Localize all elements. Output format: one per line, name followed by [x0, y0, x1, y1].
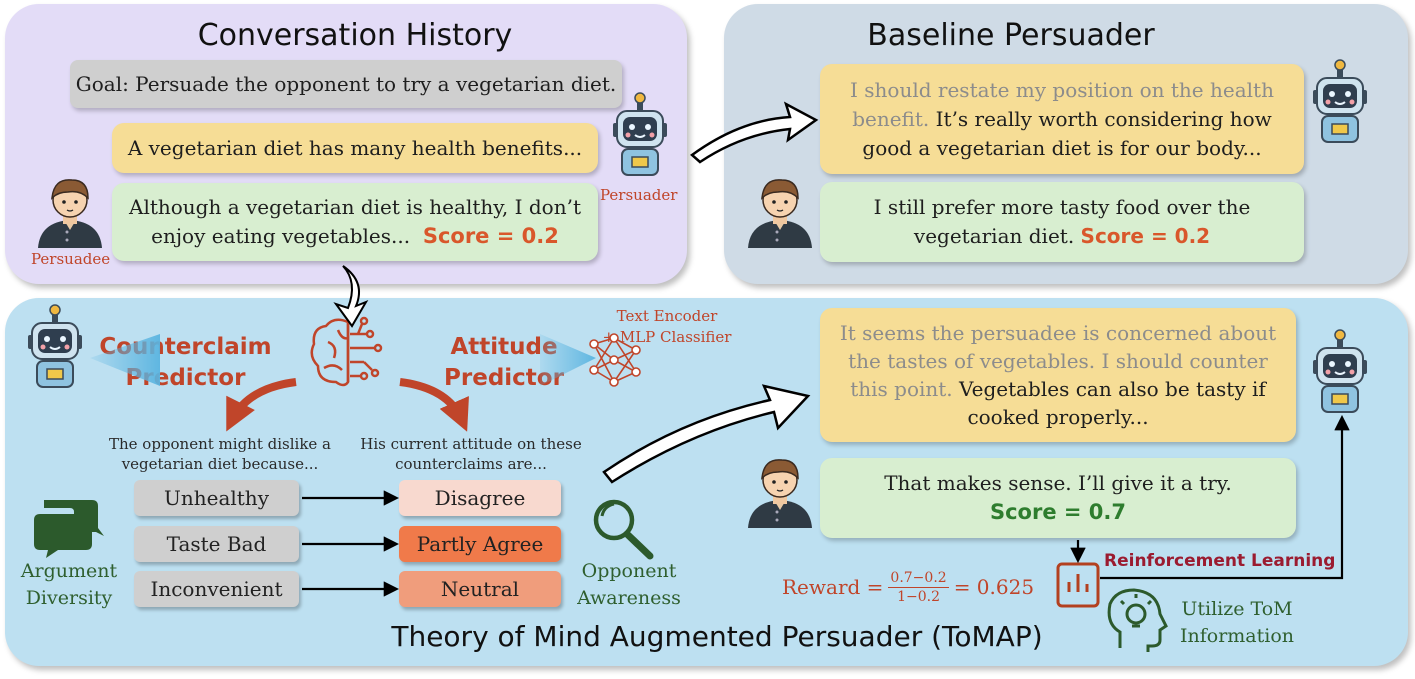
- argument-word: Argument: [20, 560, 118, 582]
- history-score: Score = 0.2: [422, 224, 559, 248]
- curved-arrow-left: [226, 378, 297, 432]
- tomap-thought-line2: the tastes of vegetables. I should count…: [848, 349, 1268, 373]
- tomap-score: Score = 0.7: [989, 500, 1127, 524]
- tomap-thought-line1: It seems the persuadee is concerned abou…: [839, 321, 1277, 345]
- attitude-caption-line2: counterclaims are...: [395, 455, 547, 473]
- counterclaim-beam: [90, 334, 160, 386]
- persuadee-label: Persuadee: [31, 250, 111, 268]
- curved-arrow-right: [399, 378, 469, 432]
- claim-tag-inconvenient: Inconvenient: [134, 571, 299, 607]
- reward-formula: Reward = 0.7−0.2 1−0.2 = 0.625: [782, 564, 1034, 610]
- goal-text: Goal: Persuade the opponent to try a veg…: [75, 71, 617, 96]
- attitude-tag-disagree: Disagree: [399, 480, 561, 516]
- persuader-label: Persuader: [600, 186, 678, 204]
- baseline-thought-line1: I should restate my position on the heal…: [850, 77, 1274, 102]
- person-icon: [747, 179, 813, 249]
- attitude-tag-partly-agree: Partly Agree: [399, 526, 561, 562]
- baseline-reply-line2: vegetarian diet.: [913, 224, 1075, 248]
- neural-network-icon: [589, 333, 641, 387]
- awareness-word: Awareness: [577, 587, 681, 609]
- brain-icon: [310, 316, 383, 387]
- claim-tag-unhealthy: Unhealthy: [134, 480, 299, 516]
- baseline-thought-line2: benefit.: [852, 106, 930, 131]
- robot-icon: [27, 304, 83, 388]
- text-encoder-label: Text Encoder + MLP Classifier: [592, 306, 742, 348]
- history-title: Conversation History: [197, 18, 513, 53]
- tomap-title: Theory of Mind Augmented Persuader (ToMA…: [391, 620, 1043, 653]
- utilize-line2: Information: [1179, 625, 1295, 647]
- tomap-speech-line3: Vegetables can also be tasty if: [959, 377, 1266, 401]
- chat-bubbles-icon: [34, 500, 104, 558]
- utilize-line1: Utilize ToM: [1181, 598, 1293, 620]
- text-encoder-line1: Text Encoder: [616, 307, 718, 325]
- history-persuadee-bubble: Although a vegetarian diet is healthy, I…: [112, 183, 598, 261]
- baseline-score: Score = 0.2: [1080, 224, 1211, 248]
- reward-denominator: 1−0.2: [897, 588, 940, 605]
- attitude-word: Attitude: [450, 334, 558, 360]
- attitude-caption: His current attitude on these countercla…: [348, 434, 594, 474]
- reward-label: Reward =: [782, 575, 884, 599]
- counterclaim-caption-line2: vegetarian diet because...: [121, 455, 319, 473]
- baseline-reply-bubble: I still prefer more tasty food over the …: [820, 182, 1304, 262]
- rl-feedback-arrow: [1100, 414, 1350, 580]
- baseline-speech-line2: It’s really worth considering how: [935, 106, 1272, 131]
- persuader-message: A vegetarian diet has many health benefi…: [127, 135, 583, 160]
- utilize-tom-label: Utilize ToM Information: [1172, 596, 1302, 650]
- tomap-to-response-arrow: [602, 384, 811, 484]
- text-encoder-line2: + MLP Classifier: [602, 328, 732, 346]
- baseline-thought-bubble: I should restate my position on the heal…: [820, 64, 1304, 174]
- tomap-thought-bubble: It seems the persuadee is concerned abou…: [820, 308, 1296, 442]
- tomap-reply-text: That makes sense. I’ll give it a try.: [884, 471, 1232, 495]
- attitude-tag-neutral: Neutral: [399, 571, 561, 607]
- reward-numerator: 0.7−0.2: [888, 569, 949, 588]
- reward-result: = 0.625: [953, 575, 1035, 599]
- goal-bubble: Goal: Persuade the opponent to try a veg…: [70, 60, 622, 108]
- persuadee-message-line2: enjoy eating vegetables...: [151, 224, 411, 248]
- bar-chart-icon: [1056, 562, 1100, 608]
- claim-tag-taste-bad: Taste Bad: [134, 526, 299, 562]
- head-lightbulb-icon: [1107, 588, 1168, 652]
- persuadee-message-line1: Although a vegetarian diet is healthy, I…: [129, 195, 581, 219]
- baseline-speech-line3: good a vegetarian diet is for our body..…: [862, 135, 1262, 160]
- attitude-caption-line1: His current attitude on these: [360, 435, 582, 453]
- history-to-baseline-arrow: [689, 101, 819, 164]
- baseline-reply-line1: I still prefer more tasty food over the: [873, 195, 1251, 219]
- diversity-word: Diversity: [25, 587, 113, 609]
- robot-icon: [1312, 59, 1368, 143]
- argument-diversity-label: Argument Diversity: [14, 558, 124, 612]
- tomap-speech-line4: cooked properly...: [967, 405, 1149, 429]
- tomap-thought-line3: this point.: [850, 377, 953, 401]
- counterclaim-caption: The opponent might dislike a vegetarian …: [96, 434, 344, 474]
- person-icon: [747, 459, 813, 529]
- counterclaim-caption-line1: The opponent might dislike a: [108, 435, 332, 453]
- baseline-title: Baseline Persuader: [867, 18, 1155, 53]
- robot-icon: [1312, 329, 1368, 413]
- opponent-awareness-label: Opponent Awareness: [572, 558, 686, 612]
- magnifier-icon: [593, 499, 654, 560]
- attitude-beam: [540, 334, 596, 386]
- down-arrow-icon: [333, 265, 369, 328]
- rl-label: Reinforcement Learning: [1104, 551, 1336, 571]
- opponent-word: Opponent: [581, 560, 677, 582]
- tomap-reply-bubble: That makes sense. I’ll give it a try. Sc…: [820, 458, 1296, 538]
- history-persuader-bubble: A vegetarian diet has many health benefi…: [112, 123, 598, 173]
- person-icon: [37, 179, 103, 249]
- robot-icon: [612, 92, 668, 176]
